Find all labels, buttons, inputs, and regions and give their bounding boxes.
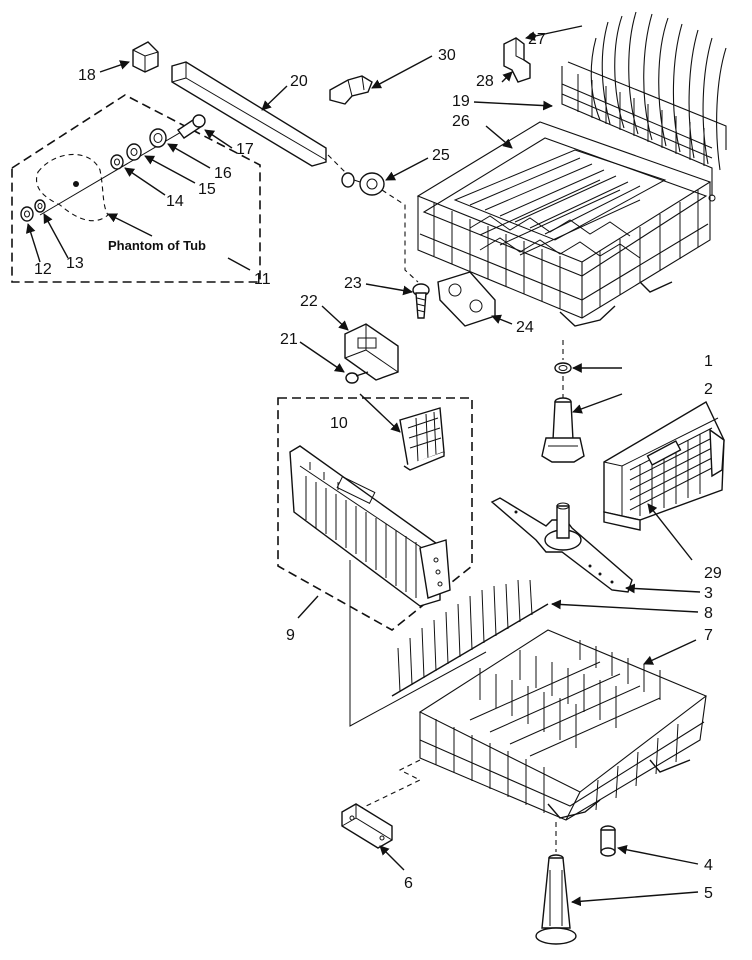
callout-29: 29	[704, 565, 722, 582]
callout-25: 25	[432, 147, 450, 164]
screw-23	[412, 283, 430, 319]
feed-tube-5	[535, 822, 577, 945]
nut-12	[20, 206, 34, 222]
callout-24: 24	[516, 319, 534, 336]
clip-28	[503, 37, 531, 83]
bracket-24	[437, 271, 496, 327]
rail-to-stop-dashline	[327, 154, 346, 173]
rack-stop-6	[341, 803, 393, 849]
screw-21	[345, 371, 369, 384]
callout-11: 11	[254, 271, 271, 288]
seal-1	[554, 362, 572, 374]
tine-insert-10	[399, 407, 445, 471]
lower-rack-to-stop-dashline	[361, 759, 422, 809]
tine-row-27	[590, 11, 727, 171]
end-cap-18	[132, 41, 159, 73]
phantom-of-tub-label: Phantom of Tub	[108, 238, 206, 253]
callout-5: 5	[704, 885, 713, 902]
callout-22: 22	[300, 293, 318, 310]
leader-lines	[25, 25, 701, 907]
callout-7: 7	[704, 627, 713, 644]
callout-16: 16	[214, 165, 232, 182]
callout-2: 2	[704, 381, 713, 398]
fold-rack-to-lower-rack-line	[349, 560, 487, 727]
callout-6: 6	[404, 875, 413, 892]
washer-13	[34, 199, 46, 213]
lower-rack-7	[418, 629, 708, 821]
callout-23: 23	[344, 275, 362, 292]
upper-rack-26	[416, 121, 712, 327]
callout-10: 10	[330, 415, 348, 432]
callout-4: 4	[704, 857, 713, 874]
clip-30	[329, 75, 373, 105]
callout-9: 9	[286, 627, 295, 644]
bushing-4	[600, 825, 616, 857]
callout-17: 17	[236, 141, 254, 158]
callout-20: 20	[290, 73, 308, 90]
callout-19: 19	[452, 93, 470, 110]
callout-14: 14	[166, 193, 184, 210]
roller-16	[149, 128, 167, 148]
axle-17	[176, 114, 206, 139]
feed-tube-2	[541, 397, 585, 463]
shelf-19	[561, 61, 727, 202]
callout-13: 13	[66, 255, 84, 272]
rail-20	[171, 61, 327, 167]
callout-3: 3	[704, 585, 713, 602]
tine-row-8	[391, 579, 549, 697]
spacer-15	[126, 143, 142, 161]
silverware-basket-29	[603, 401, 725, 531]
callout-12: 12	[34, 261, 52, 278]
assembly-boundary-11	[11, 94, 261, 283]
rail-assembly-group	[11, 94, 261, 283]
callout-28: 28	[476, 73, 494, 90]
callout-26: 26	[452, 113, 470, 130]
fold-down-rack	[289, 445, 451, 607]
tub-phantom-center	[73, 181, 79, 187]
callout-15: 15	[198, 181, 216, 198]
axle-line	[39, 117, 206, 216]
callout-27: 27	[528, 31, 546, 48]
callout-labels: 1 2 3 4 5 6 7 8 9 10 11 12 13 14 15 16 1…	[34, 31, 722, 902]
callout-8: 8	[704, 605, 713, 622]
stop-to-bracket-dashline	[381, 189, 419, 283]
callout-1: 1	[704, 353, 713, 370]
rail-stop-25	[341, 172, 385, 196]
spray-arm-3	[490, 497, 633, 593]
callout-30: 30	[438, 47, 456, 64]
callout-21: 21	[280, 331, 298, 348]
adjuster-22	[344, 323, 399, 381]
callout-18: 18	[78, 67, 96, 84]
washer-14	[110, 154, 124, 170]
